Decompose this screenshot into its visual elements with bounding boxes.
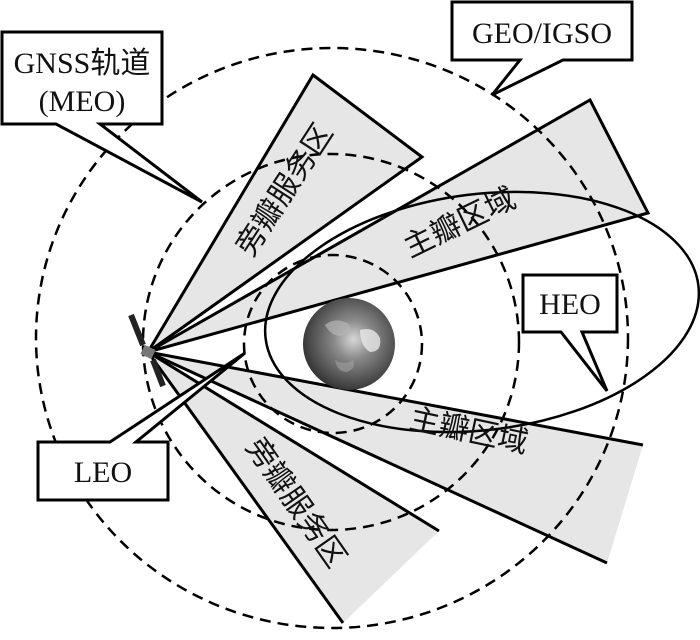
leo-label: LEO: [74, 456, 132, 489]
geo-callout: GEO/IGSO: [450, 0, 634, 97]
satellite-icon: [128, 313, 166, 388]
leo-callout: LEO: [36, 351, 246, 502]
meo-callout: GNSS轨道 (MEO): [0, 30, 203, 204]
heo-label: HEO: [539, 288, 601, 321]
side-lobe-upper: [146, 72, 425, 354]
meo-orbit: [141, 152, 521, 532]
meo-label-line2: (MEO): [39, 85, 126, 118]
geo-orbit: [34, 46, 630, 630]
meo-label-line1: GNSS轨道: [14, 47, 151, 80]
side-lobe-lower: [148, 352, 439, 623]
heo-callout: HEO: [521, 273, 619, 392]
main-lobe-lower: [148, 352, 643, 563]
geo-label: GEO/IGSO: [472, 17, 612, 50]
earth-icon: [303, 298, 395, 390]
leo-orbit: [242, 253, 424, 435]
heo-orbit: [263, 190, 700, 434]
